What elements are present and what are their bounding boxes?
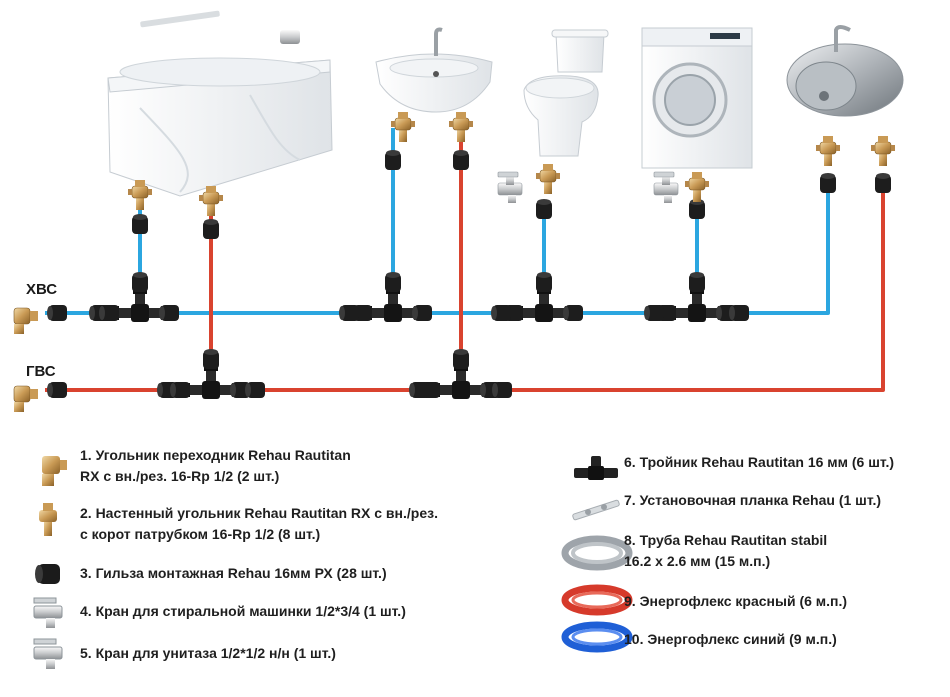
- legend-text-2: 2. Настенный угольник Rehau Rautitan RX …: [80, 505, 438, 542]
- washbasin-icon: [375, 27, 493, 113]
- washer-valve-icon: [33, 597, 63, 628]
- sleeve-icon: [644, 305, 664, 321]
- toilet-valve-icon: [33, 638, 63, 669]
- sleeve-icon: [339, 305, 359, 321]
- adapter-elbow-icon: [13, 385, 38, 412]
- sleeve-icon: [820, 173, 836, 193]
- hot-water-main-pipe: [45, 182, 885, 392]
- tee-icon: [185, 366, 237, 399]
- sleeve-icon: [536, 199, 552, 219]
- sleeve-icon: [875, 173, 891, 193]
- legend-text-6: 6. Тройник Rehau Rautitan 16 мм (6 шт.): [624, 454, 895, 470]
- legend-icon-slot: [580, 530, 624, 570]
- legend-text-4: 4. Кран для стиральной машинки 1/2*3/4 (…: [80, 603, 406, 619]
- legend-item-9: 9. Энергофлекс красный (6 м.п.): [580, 591, 847, 631]
- sleeve-icon: [491, 305, 511, 321]
- sleeve-icon: [245, 382, 265, 398]
- legend-icon-slot: [36, 503, 80, 543]
- wall-elbow-icon: [536, 164, 560, 194]
- legend-text-1: 1. Угольник переходник Rehau Rautitan RX…: [80, 447, 351, 484]
- sleeve-icon: [230, 382, 250, 398]
- sleeve-icon: [35, 564, 60, 584]
- sleeve-icon: [170, 382, 190, 398]
- wall-elbow-icon: [871, 136, 895, 166]
- mounting-bar-icon: [140, 10, 220, 28]
- legend-item-6: 6. Тройник Rehau Rautitan 16 мм (6 шт.): [580, 452, 894, 492]
- toilet-valve-icon: [497, 171, 523, 203]
- legend-item-1: 1. Угольник переходник Rehau Rautitan RX…: [36, 445, 351, 487]
- sleeve-icon: [689, 272, 705, 292]
- legend-text-5: 5. Кран для унитаза 1/2*1/2 н/н (1 шт.): [80, 645, 336, 661]
- sleeve-icon: [536, 272, 552, 292]
- hot-line-label: ГВС: [26, 363, 56, 380]
- washer-valve-icon: [653, 171, 679, 203]
- wall-elbow-icon: [449, 112, 473, 142]
- legend-item-3: 3. Гильза монтажная Rehau 16мм РХ (28 шт…: [36, 563, 387, 603]
- legend-icon-slot: [580, 591, 624, 631]
- tee-icon: [114, 289, 166, 322]
- legend-icon-slot: [36, 601, 80, 641]
- sleeve-icon: [409, 382, 429, 398]
- sleeve-icon: [563, 305, 583, 321]
- insulation-red-icon: [561, 584, 633, 616]
- insulation-blue-icon: [561, 621, 633, 653]
- sleeve-icon: [203, 349, 219, 369]
- sleeve-icon: [492, 382, 512, 398]
- legend-item-7: 7. Установочная планка Rehau (1 шт.): [580, 490, 881, 530]
- wall-elbow-icon: [685, 172, 709, 202]
- sleeve-icon: [132, 272, 148, 292]
- wall-elbow-icon: [128, 180, 152, 210]
- pipe-coil-icon: [561, 535, 633, 571]
- legend-text-9: 9. Энергофлекс красный (6 м.п.): [624, 593, 848, 609]
- sleeve-icon: [47, 305, 67, 321]
- sleeve-icon: [385, 150, 401, 170]
- sleeve-icon: [159, 305, 179, 321]
- legend-icon-slot: [36, 563, 80, 603]
- sleeve-icon: [47, 382, 67, 398]
- legend-icon-slot: [580, 490, 624, 530]
- adapter-elbow-icon: [13, 307, 38, 334]
- legend-item-5: 5. Кран для унитаза 1/2*1/2 н/н (1 шт.): [36, 643, 336, 683]
- legend-text-8: 8. Труба Rehau Rautitan stabil 16.2 x 2.…: [624, 532, 828, 569]
- sleeve-icon: [453, 349, 469, 369]
- legend-icon-slot: [36, 643, 80, 683]
- adapter-elbow-icon: [42, 456, 67, 486]
- cold-line-label: ХВС: [26, 281, 58, 298]
- legend-text-7: 7. Установочная планка Rehau (1 шт.): [624, 492, 882, 508]
- kitchen-sink-icon: [786, 25, 904, 117]
- legend-item-10: 10. Энергофлекс синий (9 м.п.): [580, 629, 837, 669]
- legend-item-4: 4. Кран для стиральной машинки 1/2*3/4 (…: [36, 601, 406, 641]
- bathtub-icon: [107, 10, 333, 197]
- tee-icon: [518, 289, 570, 322]
- wall-elbow-icon: [816, 136, 840, 166]
- legend-text-3: 3. Гильза монтажная Rehau 16мм РХ (28 шт…: [80, 565, 387, 581]
- legend-item-2: 2. Настенный угольник Rehau Rautitan RX …: [36, 503, 438, 545]
- legend-icon-slot: [580, 629, 624, 669]
- sleeve-icon: [132, 214, 148, 234]
- legend-icon-slot: [36, 445, 80, 485]
- toilet-icon: [523, 29, 609, 157]
- tee-icon: [435, 366, 487, 399]
- wall-elbow-icon: [391, 112, 415, 142]
- wall-elbow-icon: [199, 186, 223, 216]
- sleeve-icon: [99, 305, 119, 321]
- legend-text-10: 10. Энергофлекс синий (9 м.п.): [624, 631, 837, 647]
- sleeve-icon: [729, 305, 749, 321]
- tee-icon: [671, 289, 723, 322]
- legend-item-8: 8. Труба Rehau Rautitan stabil 16.2 x 2.…: [580, 530, 827, 572]
- sleeve-icon: [203, 219, 219, 239]
- sleeve-icon: [385, 272, 401, 292]
- tee-icon: [367, 289, 419, 322]
- sleeve-icon: [412, 305, 432, 321]
- cold-water-main-pipe: [45, 182, 830, 315]
- washing-machine-icon: [641, 27, 753, 169]
- mounting-bar-icon: [572, 499, 620, 521]
- tee-icon: [574, 456, 618, 480]
- legend-icon-slot: [580, 452, 624, 492]
- wall-elbow-icon: [39, 503, 57, 536]
- sleeve-icon: [453, 150, 469, 170]
